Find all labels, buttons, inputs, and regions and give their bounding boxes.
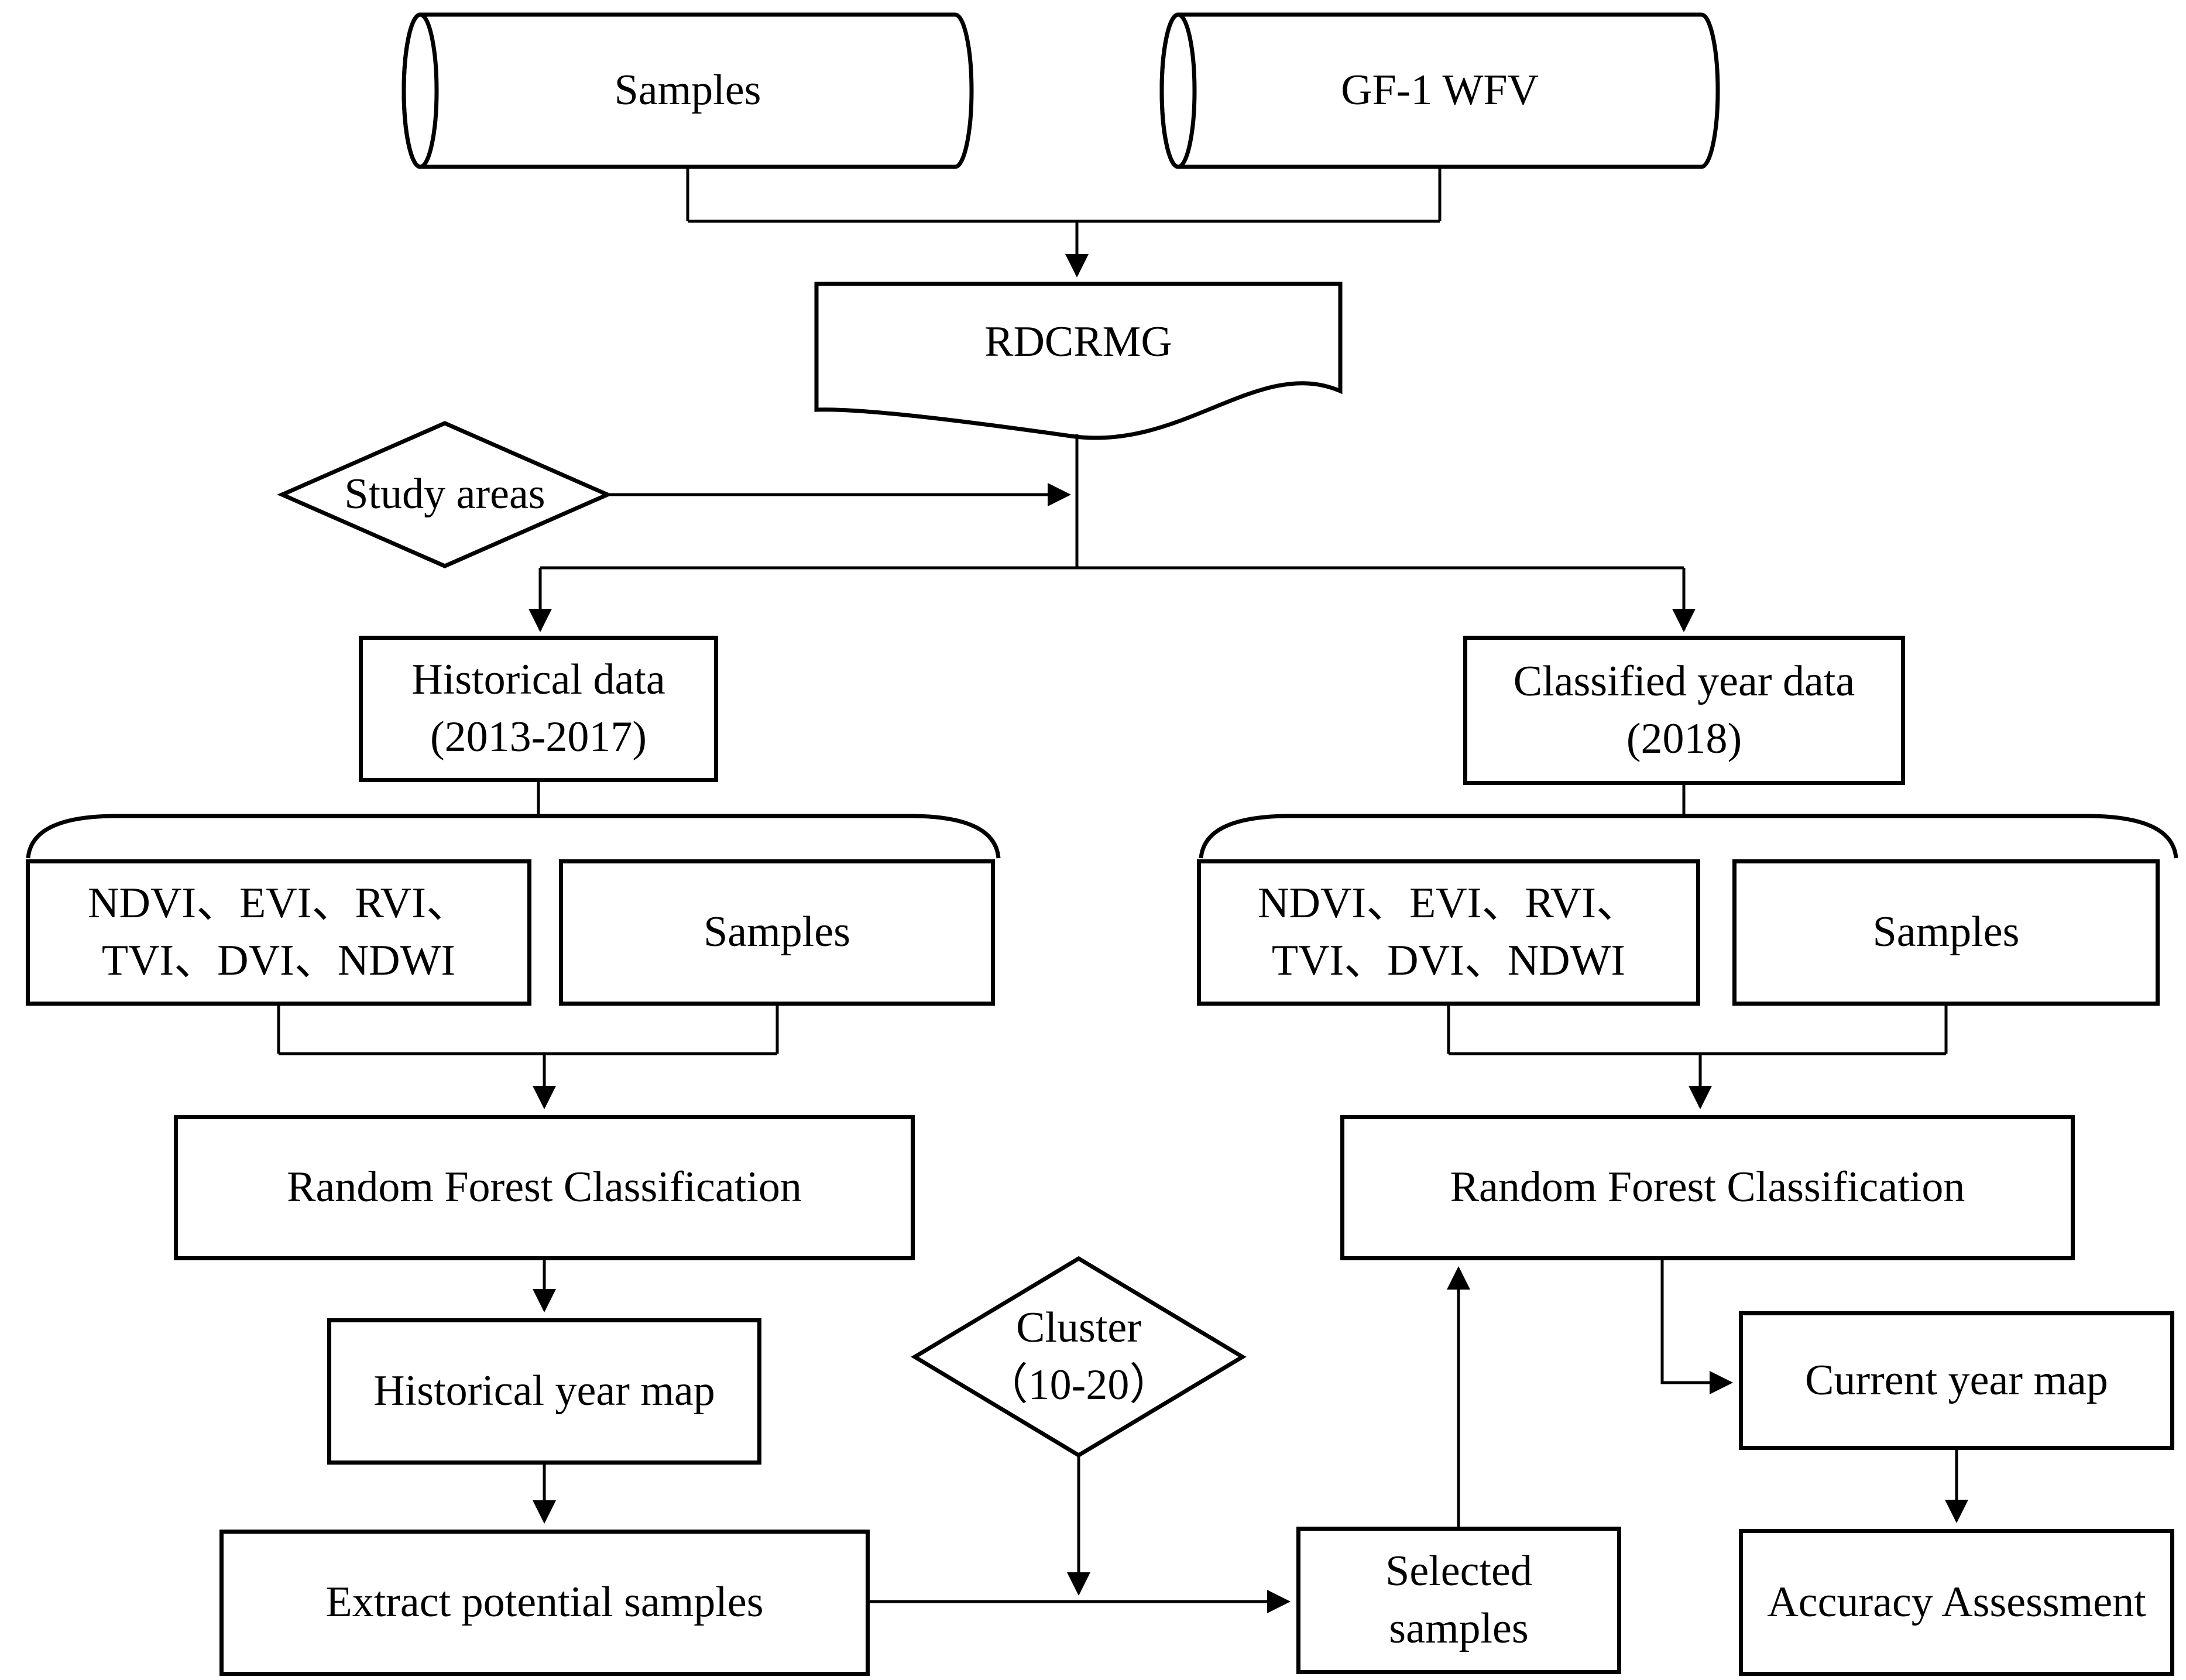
samples-right-text: Samples — [1872, 908, 2020, 956]
gf1-cylinder-cap — [1159, 12, 1197, 169]
historical-data-text: Historical data (2013-2017) — [411, 656, 665, 761]
cluster-diamond-shape — [911, 1256, 1247, 1458]
historical-year-map-box: Historical year map — [327, 1318, 761, 1465]
cluster-text: Cluster （10-20） — [984, 1304, 1173, 1409]
accuracy-assessment-box: Accuracy Assessment — [1739, 1529, 2174, 1676]
samples-cylinder-cap — [401, 12, 439, 169]
samples-right-box: Samples — [1732, 859, 2160, 1006]
historical-year-map-text: Historical year map — [373, 1367, 715, 1415]
indices-right-box: NDVI、EVI、RVI、 TVI、DVI、NDWI — [1197, 859, 1700, 1006]
study-areas-text: Study areas — [344, 470, 545, 519]
accuracy-assessment-text: Accuracy Assessment — [1767, 1578, 2146, 1626]
samples-left-box: Samples — [559, 859, 995, 1006]
rdcrmg-document-shape — [814, 282, 1343, 440]
rfc-right-box: Random Forest Classification — [1340, 1115, 2075, 1260]
extract-potential-samples-box: Extract potential samples — [219, 1530, 870, 1676]
indices-left-text: NDVI、EVI、RVI、 TVI、DVI、NDWI — [88, 879, 469, 985]
samples-cylinder-label: Samples — [404, 15, 972, 167]
extract-potential-samples-text: Extract potential samples — [325, 1578, 764, 1627]
rfc-right-text: Random Forest Classification — [1450, 1163, 1965, 1212]
rdcrmg-text: RDCRMG — [984, 318, 1172, 366]
rfc-left-box: Random Forest Classification — [174, 1115, 915, 1260]
left-brace-arc — [26, 814, 1001, 859]
rfc-left-text: Random Forest Classification — [287, 1163, 802, 1212]
right-brace-arc — [1199, 814, 2178, 859]
arrow-rfc-right-to-current-map — [1660, 1260, 1733, 1394]
current-year-map-box: Current year map — [1739, 1311, 2174, 1450]
cluster-label: Cluster （10-20） — [915, 1259, 1243, 1455]
selected-samples-box: Selected samples — [1296, 1527, 1621, 1674]
classified-year-data-box: Classified year data (2018) — [1463, 636, 1905, 785]
samples-left-text: Samples — [703, 908, 850, 956]
historical-data-box: Historical data (2013-2017) — [359, 636, 718, 782]
samples-cylinder-text: Samples — [614, 66, 761, 115]
selected-samples-text: Selected samples — [1385, 1547, 1532, 1652]
current-year-map-text: Current year map — [1805, 1356, 2108, 1404]
study-areas-label: Study areas — [282, 423, 608, 566]
gf1-cylinder-text: GF-1 WFV — [1341, 66, 1539, 115]
gf1-cylinder-label: GF-1 WFV — [1162, 15, 1718, 167]
indices-left-box: NDVI、EVI、RVI、 TVI、DVI、NDWI — [26, 859, 531, 1006]
indices-right-text: NDVI、EVI、RVI、 TVI、DVI、NDWI — [1258, 879, 1639, 985]
rdcrmg-label: RDCRMG — [816, 284, 1340, 401]
classified-year-data-text: Classified year data (2018) — [1513, 657, 1855, 763]
